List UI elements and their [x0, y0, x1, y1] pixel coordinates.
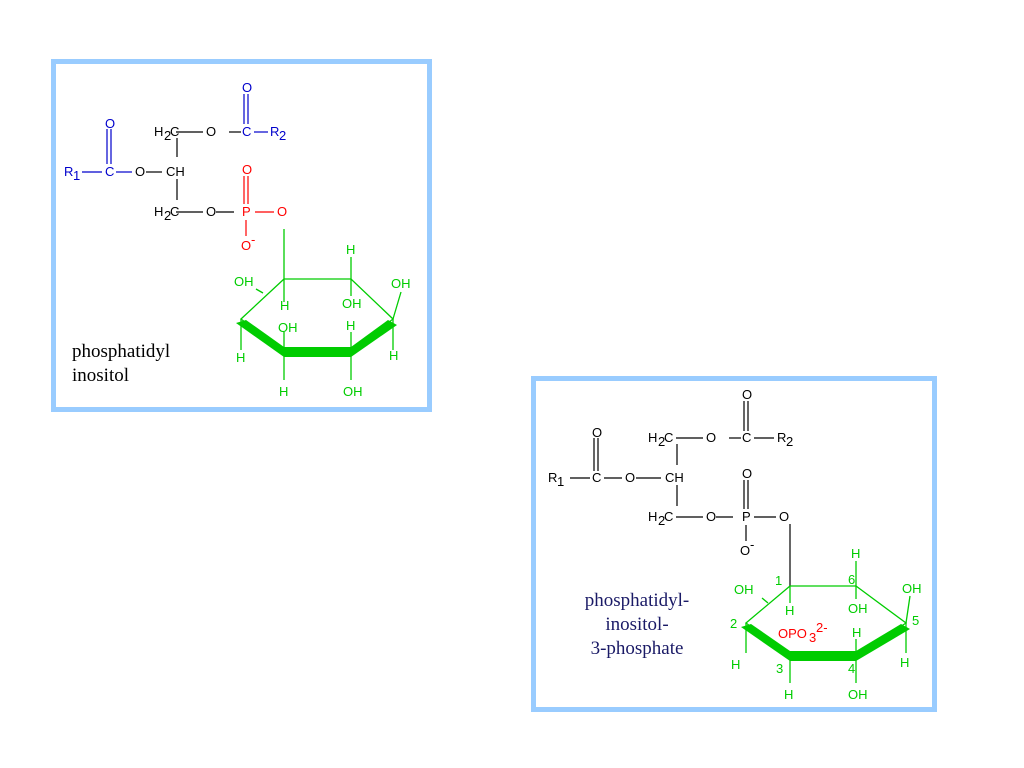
pi3p-phosphorus: P: [742, 509, 751, 524]
ring-oh-left-top: OH: [234, 274, 254, 289]
pi3p-structure: O H 2 C O C R 2 O R 1 C O CH O H 2 C O P…: [548, 387, 922, 702]
inositol-ring-bonds: [239, 229, 402, 380]
pi3p-phosphate-ester-oxygen: O: [779, 509, 789, 524]
pi3p-r1-group: R: [548, 470, 557, 485]
pi3p-ether-oxygen-middle: O: [625, 470, 635, 485]
glycerol-backbone-bonds: [146, 131, 241, 213]
pi3p-carbon-number-4: 4: [848, 661, 855, 676]
phosphatidylinositol-structure: O H 2 C O C R 2 O R 1 C O CH O H 2 C O P…: [64, 80, 411, 399]
pi3p-h2c-top-c: C: [664, 430, 673, 445]
pi3p-carbonyl-oxygen-2: O: [742, 387, 752, 402]
ring-h-c1: H: [280, 298, 289, 313]
pi3p-ester-carbon-1: C: [592, 470, 601, 485]
ring-oh-bottom: OH: [343, 384, 363, 399]
ring-h-c5: H: [346, 318, 355, 333]
pi3p-opo3-subscript: 3: [809, 630, 816, 645]
r1-group: R: [64, 164, 73, 179]
pi3p-phosphate-anion-oxygen: O: [740, 543, 750, 558]
ring-wedge-right: [351, 320, 397, 357]
pi3p-opo3-charge: 2-: [816, 620, 828, 635]
pi3p-ring-h-left: H: [731, 657, 740, 672]
pi3p-ring-oh-bottom: OH: [848, 687, 868, 702]
pi3p-wedge-left: [741, 624, 790, 661]
pi3p-wedge-bottom: [790, 651, 856, 661]
h2c-top-h: H: [154, 124, 163, 139]
pi3p-ring-h-top: H: [851, 546, 860, 561]
pi3p-wedge-right: [856, 624, 910, 661]
pi3p-h2c-top-subscript: 2: [658, 434, 665, 449]
h2c-bottom-c: C: [170, 204, 179, 219]
pi3p-ring-oh-left: OH: [734, 582, 754, 597]
pi3p-caption-line-1: phosphatidyl-: [584, 590, 690, 611]
ester-carbon-1: C: [105, 164, 114, 179]
ring-wedge-left: [236, 320, 284, 357]
pi3p-phosphate-negative-charge: -: [750, 537, 754, 552]
ch-carbon: CH: [166, 164, 185, 179]
pi3p-ester-carbon-2: C: [742, 430, 751, 445]
pi3p-ring-h-bottom: H: [784, 687, 793, 702]
pi3p-ring-h-right: H: [900, 655, 909, 670]
pi3p-r2-subscript: 2: [786, 434, 793, 449]
pi3p-carbonyl-oxygen-1: O: [592, 425, 602, 440]
carbonyl-oxygen-2: O: [242, 80, 252, 95]
ether-oxygen-middle: O: [135, 164, 145, 179]
h2c-bottom-subscript: 2: [164, 208, 171, 223]
pi3p-caption-line-3: 3-phosphate: [590, 638, 684, 659]
pi3p-ch-carbon: CH: [665, 470, 684, 485]
pi3p-r1-subscript: 1: [557, 474, 564, 489]
ester-carbon-2: C: [242, 124, 251, 139]
caption-line-2: inositol: [72, 365, 130, 386]
ring-h-left: H: [236, 350, 245, 365]
ring-h-bottom: H: [279, 384, 288, 399]
pi3p-carbon-number-5: 5: [912, 613, 919, 628]
ring-h-top: H: [346, 242, 355, 257]
pi3p-ring-oh-c6: OH: [848, 601, 868, 616]
h2c-top-subscript: 2: [164, 128, 171, 143]
pi3p-h2c-bottom-h: H: [648, 509, 657, 524]
pi3p-carbon-number-3: 3: [776, 661, 783, 676]
phosphatidylinositol-panel: O H 2 C O C R 2 O R 1 C O CH O H 2 C O P…: [51, 59, 432, 412]
pi3p-opo3-group: OPO: [778, 626, 807, 641]
phosphate-ester-oxygen: O: [277, 204, 287, 219]
ester-bonds: [82, 94, 268, 173]
pi3p-phosphoryl-oxygen: O: [742, 466, 752, 481]
pi3p-carbon-number-6: 6: [848, 572, 855, 587]
ring-h-right: H: [389, 348, 398, 363]
ring-oh-right: OH: [391, 276, 411, 291]
pi3p-caption: phosphatidyl- inositol- 3-phosphate: [562, 589, 712, 661]
phosphate-anion-oxygen: O: [241, 238, 251, 253]
pi3p-ring-h-c5: H: [852, 625, 861, 640]
carbonyl-oxygen-1: O: [105, 116, 115, 131]
pi3p-h2c-bottom-subscript: 2: [658, 513, 665, 528]
phosphoryl-oxygen: O: [242, 162, 252, 177]
r1-subscript: 1: [73, 168, 80, 183]
pi3p-ring-oh-right: OH: [902, 581, 922, 596]
pi3p-caption-line-2: inositol-: [605, 614, 669, 635]
phosphorus: P: [242, 204, 251, 219]
ring-wedge-bottom: [284, 347, 351, 357]
h2c-bottom-h: H: [154, 204, 163, 219]
pi3p-ring-bonds: [744, 561, 911, 683]
caption-line-1: phosphatidyl: [72, 341, 171, 362]
pi3p-carbon-number-1: 1: [775, 573, 782, 588]
ether-oxygen-top: O: [206, 124, 216, 139]
pi3p-h2c-bottom-c: C: [664, 509, 673, 524]
phosphate-bonds: [243, 176, 274, 236]
r2-group: R: [270, 124, 279, 139]
pi3p-ether-oxygen-top: O: [706, 430, 716, 445]
pi3p-h2c-top-h: H: [648, 430, 657, 445]
ring-oh-c2: OH: [278, 320, 298, 335]
pi3p-ring-h-c1: H: [785, 603, 794, 618]
pi3p-ether-oxygen-bottom: O: [706, 509, 716, 524]
pi3p-r2-group: R: [777, 430, 786, 445]
phosphatidylinositol-caption: phosphatidyl inositol: [72, 340, 170, 388]
ring-oh-c6: OH: [342, 296, 362, 311]
pi3p-carbon-number-2: 2: [730, 616, 737, 631]
h2c-top-c: C: [170, 124, 179, 139]
pi3p-panel: O H 2 C O C R 2 O R 1 C O CH O H 2 C O P…: [531, 376, 937, 712]
phosphate-negative-charge: -: [251, 232, 255, 247]
pi3p-bonds: [570, 401, 791, 586]
ether-oxygen-bottom: O: [206, 204, 216, 219]
r2-subscript: 2: [279, 128, 286, 143]
